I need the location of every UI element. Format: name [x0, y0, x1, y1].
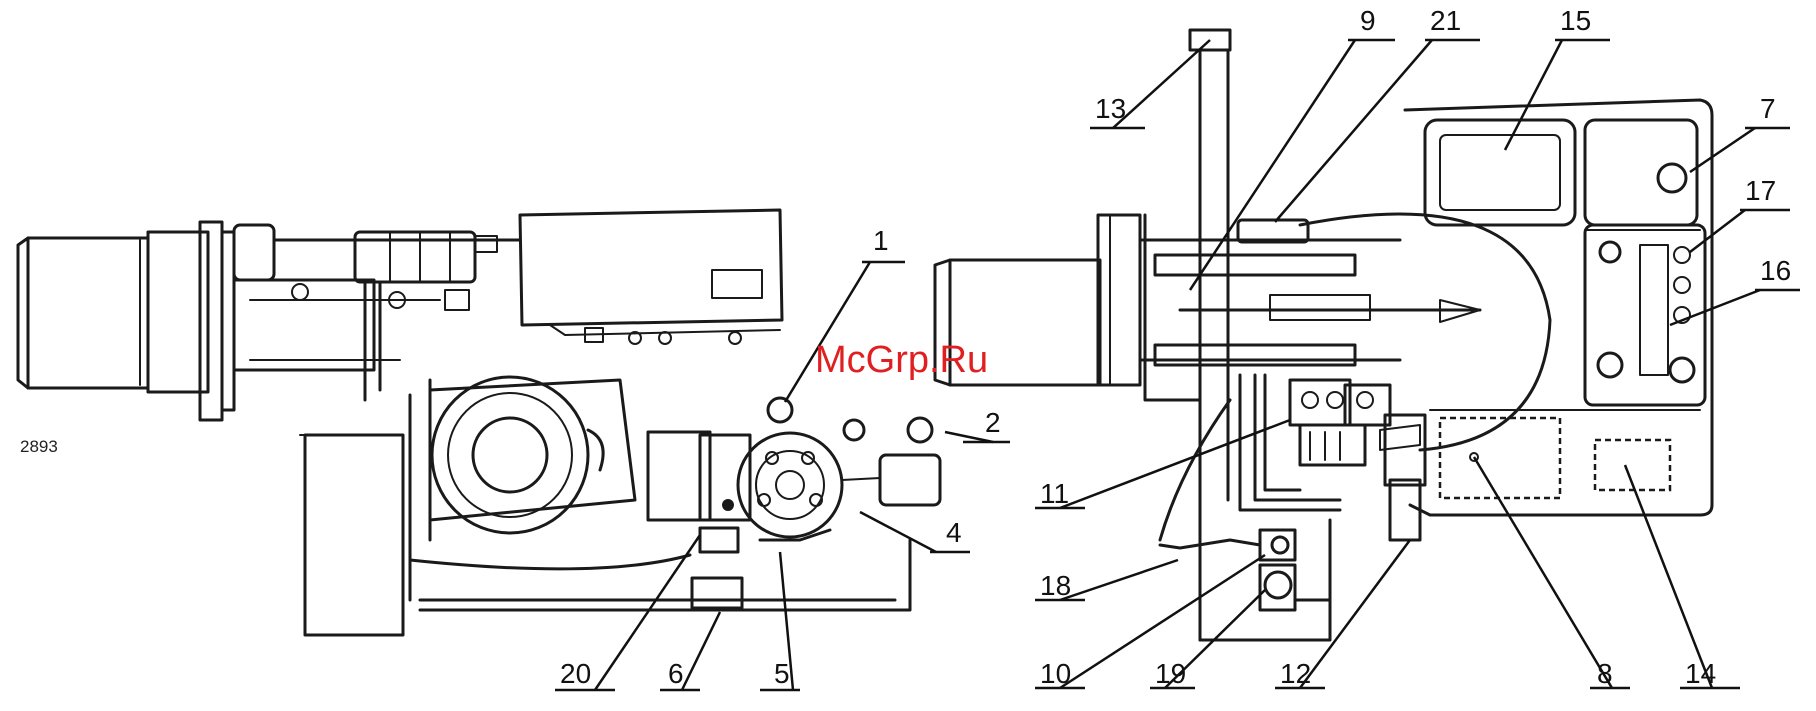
- fuel-pipes: [410, 530, 910, 610]
- callout-7: 7: [1760, 93, 1776, 124]
- figure-code: 2893: [20, 437, 58, 456]
- callout-18: 18: [1040, 570, 1071, 601]
- valve-block: [1290, 380, 1425, 540]
- callout-13: 13: [1095, 93, 1126, 124]
- pump-assembly: [648, 398, 940, 608]
- callout-20: 20: [560, 658, 591, 689]
- callout-5: 5: [774, 658, 790, 689]
- vertical-rod: [1190, 30, 1230, 640]
- callout-6: 6: [668, 658, 684, 689]
- callout-9: 9: [1360, 5, 1376, 36]
- control-cabinet: [1405, 100, 1712, 515]
- callout-4: 4: [946, 517, 962, 548]
- left-view: [18, 210, 940, 635]
- callout-10: 10: [1040, 658, 1071, 689]
- callout-21: 21: [1430, 5, 1461, 36]
- callout-19: 19: [1155, 658, 1186, 689]
- callout-14: 14: [1685, 658, 1716, 689]
- callout-2: 2: [985, 407, 1001, 438]
- control-box: [520, 210, 782, 344]
- callout-12: 12: [1280, 658, 1311, 689]
- right-pipes: [1160, 375, 1340, 640]
- mounting-flange: [200, 222, 274, 420]
- left-lower-box: [300, 395, 410, 635]
- blast-tube: [18, 232, 208, 392]
- callout-8: 8: [1597, 658, 1613, 689]
- upper-housing: [234, 232, 520, 400]
- callout-16: 16: [1760, 255, 1791, 286]
- callout-labels: 2893 1 2 4 5 6 20 7 8 9 10 11 12 13 14 1…: [20, 5, 1791, 689]
- watermark: McGrp.Ru: [815, 339, 988, 381]
- callout-1: 1: [873, 225, 889, 256]
- callout-15: 15: [1560, 5, 1591, 36]
- fan-motor: [430, 377, 635, 540]
- callout-11: 11: [1040, 478, 1069, 509]
- right-view: [935, 30, 1712, 640]
- callout-17: 17: [1745, 175, 1776, 206]
